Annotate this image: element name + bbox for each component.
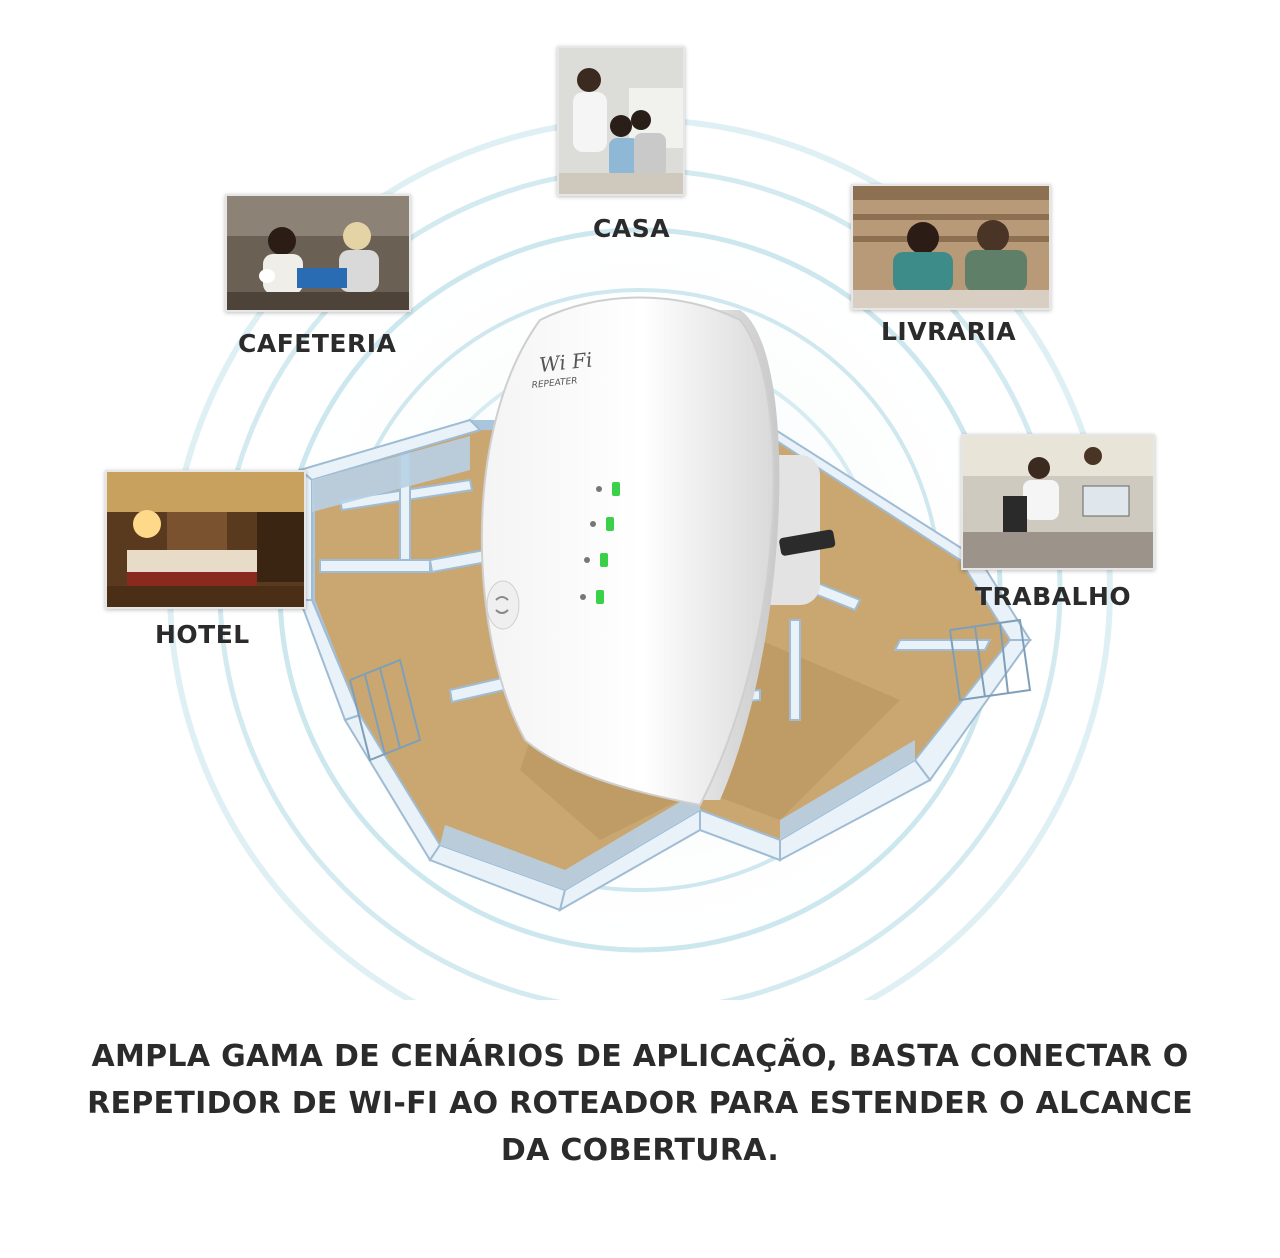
device-indicator-leds	[580, 482, 620, 604]
wifi-repeater-device: Wi Fi REPEATER	[480, 296, 836, 807]
label-cafeteria: CAFETERIA	[238, 329, 397, 358]
device-model-text: REPEATER	[531, 376, 578, 391]
caption-line-3: DA COBERTURA.	[500, 1133, 780, 1168]
device-brand-text: Wi Fi	[538, 348, 593, 377]
photo-cafeteria	[225, 194, 411, 312]
caption: AMPLA GAMA DE CENÁRIOS DE APLICAÇÃO, BAS…	[0, 1033, 1280, 1174]
label-livraria: LIVRARIA	[881, 317, 1017, 346]
photo-casa	[557, 46, 685, 196]
caption-line-1: AMPLA GAMA DE CENÁRIOS DE APLICAÇÃO, BAS…	[91, 1039, 1189, 1074]
photo-trabalho	[961, 434, 1155, 570]
label-hotel: HOTEL	[155, 620, 250, 649]
label-casa: CASA	[593, 214, 671, 243]
wps-button	[486, 580, 520, 630]
caption-line-2: REPETIDOR DE WI-FI AO ROTEADOR PARA ESTE…	[87, 1086, 1193, 1121]
photo-hotel	[105, 470, 306, 609]
label-trabalho: TRABALHO	[975, 582, 1132, 611]
photo-livraria	[851, 184, 1051, 310]
